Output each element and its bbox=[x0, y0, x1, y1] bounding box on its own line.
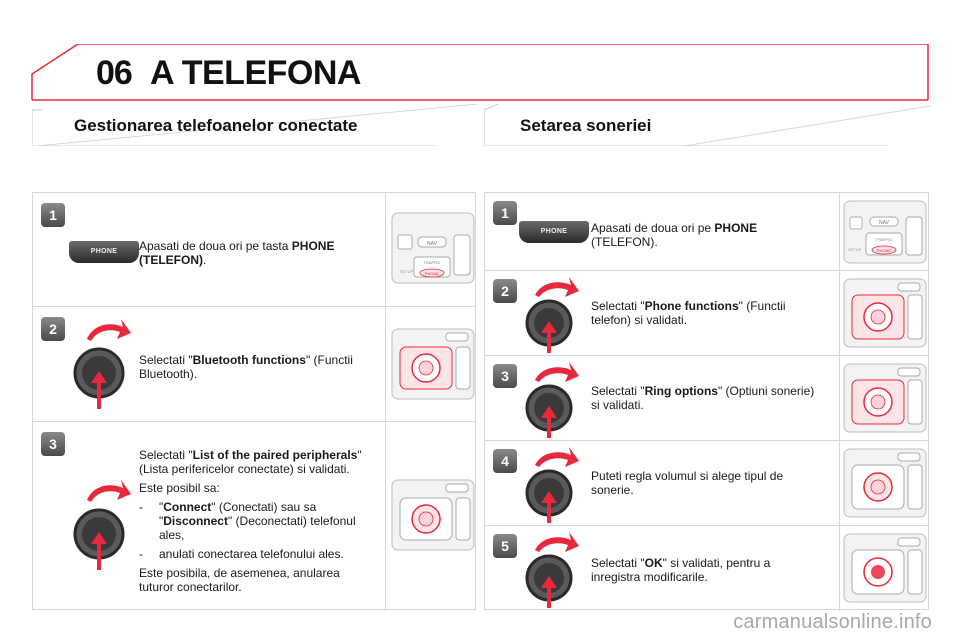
radio-panel-illustration: NAV TRAFFIC PHONE SETUP bbox=[840, 193, 928, 270]
traffic-label: TRAFFIC bbox=[424, 260, 441, 265]
step-number-badge: 4 bbox=[493, 449, 517, 473]
step-instruction: Apasati de doua ori pe tasta PHONE (TELE… bbox=[139, 239, 335, 267]
step-5: 5 Selectati "OK" si validati, pentru a i… bbox=[485, 526, 928, 611]
panel-ringtone: 1 PHONE Apasati de doua ori pe PHONE (TE… bbox=[484, 192, 929, 611]
step-number-badge: 1 bbox=[493, 201, 517, 225]
step-instruction: Apasati de doua ori pe PHONE (TELEFON). bbox=[591, 221, 758, 249]
setup-label: SETUP bbox=[848, 247, 862, 252]
panel-connected-phones: 1 PHONE Apasati de doua ori pe tasta PHO… bbox=[32, 192, 476, 611]
phone-button-illustration: PHONE bbox=[69, 241, 139, 263]
step-number-badge: 2 bbox=[41, 317, 65, 341]
phone-key-label: PHONE bbox=[877, 248, 892, 253]
watermark: carmanualsonline.info bbox=[733, 611, 932, 633]
rotary-control-illustration bbox=[840, 526, 928, 611]
option-cancel-connection: -anulati conectarea telefonului ales. bbox=[139, 547, 344, 561]
step-instruction: Puteti regla volumul si alege tipul de s… bbox=[591, 469, 784, 497]
rotary-control-illustration bbox=[386, 307, 475, 421]
page-header: 06 A TELEFONA bbox=[30, 44, 930, 102]
footer-note: Este posibila, de asemenea, anularea tut… bbox=[139, 566, 340, 594]
section-header-connected-phones: Gestionarea telefoanelor conectate bbox=[32, 104, 478, 146]
section-title: Setarea soneriei bbox=[520, 116, 652, 135]
rotary-control-illustration bbox=[840, 356, 928, 440]
step-2: 2 Selectati "Phone functions" (Functii t… bbox=[485, 271, 928, 356]
nav-label: NAV bbox=[427, 241, 438, 247]
section-header-ringtone: Setarea soneriei bbox=[484, 104, 930, 146]
step-number-badge: 5 bbox=[493, 534, 517, 558]
rotary-knob-icon bbox=[525, 447, 579, 523]
rotary-knob-icon bbox=[73, 319, 131, 409]
step-instruction: Selectati "List of the paired peripheral… bbox=[139, 448, 367, 599]
step-3: 3 Selectati "Ring options" (Optiuni sone… bbox=[485, 356, 928, 441]
step-instruction: Selectati "OK" si validati, pentru a inr… bbox=[591, 556, 771, 584]
step-instruction: Selectati "Bluetooth functions" (Functii… bbox=[139, 353, 353, 381]
rotary-control-illustration bbox=[840, 441, 928, 525]
rotary-knob-icon bbox=[525, 532, 579, 608]
section-title: Gestionarea telefoanelor conectate bbox=[74, 116, 358, 135]
step-3: 3 Selectati "List of the paired peripher… bbox=[33, 422, 475, 611]
step-number-badge: 3 bbox=[493, 364, 517, 388]
rotary-control-illustration bbox=[386, 422, 475, 611]
step-instruction: Selectati "Phone functions" (Functii tel… bbox=[591, 299, 786, 327]
step-4: 4 Puteti regla volumul si alege tipul de… bbox=[485, 441, 928, 526]
step-instruction: Selectati "Ring options" (Optiuni soneri… bbox=[591, 384, 815, 412]
header-frame bbox=[31, 44, 929, 101]
rotary-knob-icon bbox=[525, 277, 579, 353]
rotary-control-illustration bbox=[840, 271, 928, 355]
chapter-number: 06 bbox=[96, 54, 133, 92]
step-number-badge: 1 bbox=[41, 203, 65, 227]
step-2: 2 Selectati "Bluetooth functions" (Funct… bbox=[33, 307, 475, 422]
step-number-badge: 3 bbox=[41, 432, 65, 456]
page-title: A TELEFONA bbox=[150, 54, 361, 92]
nav-label: NAV bbox=[879, 220, 890, 226]
phone-key-label: PHONE bbox=[425, 271, 440, 276]
phone-button-illustration: PHONE bbox=[519, 221, 589, 243]
step-1: 1 PHONE Apasati de doua ori pe PHONE (TE… bbox=[485, 193, 928, 271]
setup-label: SETUP bbox=[400, 269, 414, 274]
rotary-knob-icon bbox=[525, 362, 579, 438]
traffic-label: TRAFFIC bbox=[876, 237, 893, 242]
step-number-badge: 2 bbox=[493, 279, 517, 303]
radio-panel-illustration: NAV TRAFFIC PHONE SETUP bbox=[386, 193, 475, 306]
options-intro: Este posibil sa: bbox=[139, 481, 220, 495]
option-connect-disconnect: -"Connect" (Conectati) sau sa "Disconnec… bbox=[139, 500, 356, 542]
step-1: 1 PHONE Apasati de doua ori pe tasta PHO… bbox=[33, 193, 475, 307]
rotary-knob-icon bbox=[73, 480, 131, 570]
